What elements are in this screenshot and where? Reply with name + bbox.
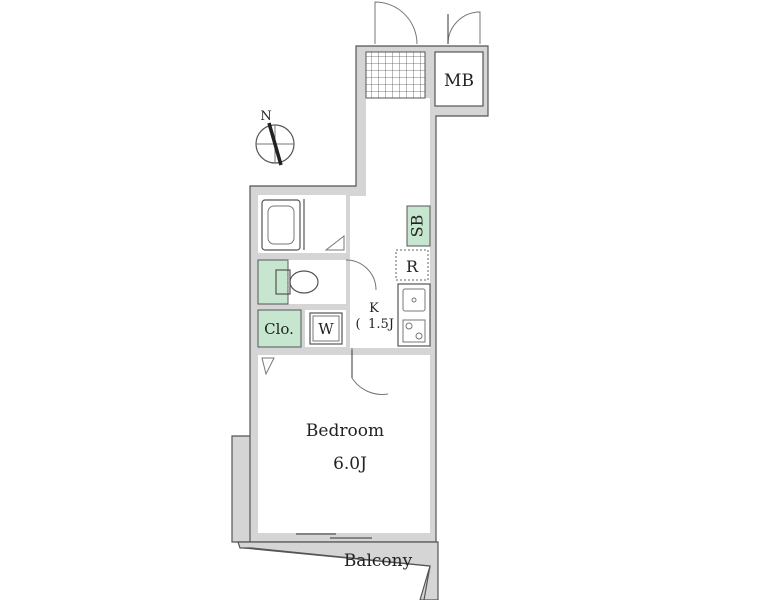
- bedroom-label: Bedroom: [306, 421, 384, 441]
- entrance-tiles: [365, 51, 426, 99]
- kitchen-label: K: [369, 301, 379, 316]
- refrigerator-space: R: [395, 249, 429, 281]
- balcony-label: Balcony: [344, 551, 413, 571]
- compass-icon: N: [255, 109, 295, 166]
- kitchen-counter: [397, 283, 431, 347]
- closet-label: Clo.: [264, 320, 294, 338]
- top-doors: [374, 1, 481, 45]
- compass-north-label: N: [260, 109, 271, 124]
- shoe-box: SB: [406, 205, 431, 247]
- bedroom: Bedroom 6.0J: [306, 421, 384, 474]
- mb-label: MB: [444, 71, 474, 91]
- toilet-storage: [257, 259, 289, 305]
- closet-door-mark: [261, 357, 275, 376]
- closet: Clo.: [257, 309, 302, 348]
- balcony-window: [296, 533, 372, 539]
- bedroom-size: 6.0J: [333, 454, 367, 474]
- washer-label: W: [318, 320, 334, 338]
- meter-box: MB: [434, 51, 484, 107]
- kitchen-label-group: K ( 1.5J: [355, 301, 393, 332]
- balcony: Balcony: [237, 541, 439, 600]
- kitchen-paren: (: [355, 317, 360, 332]
- kitchen-size: 1.5J: [368, 317, 394, 332]
- refrigerator-label: R: [406, 257, 419, 276]
- sb-label: SB: [408, 215, 427, 238]
- bedroom-door: [351, 348, 389, 395]
- toilet: [257, 259, 377, 305]
- bathtub: [261, 199, 345, 251]
- washer-space: W: [309, 312, 343, 345]
